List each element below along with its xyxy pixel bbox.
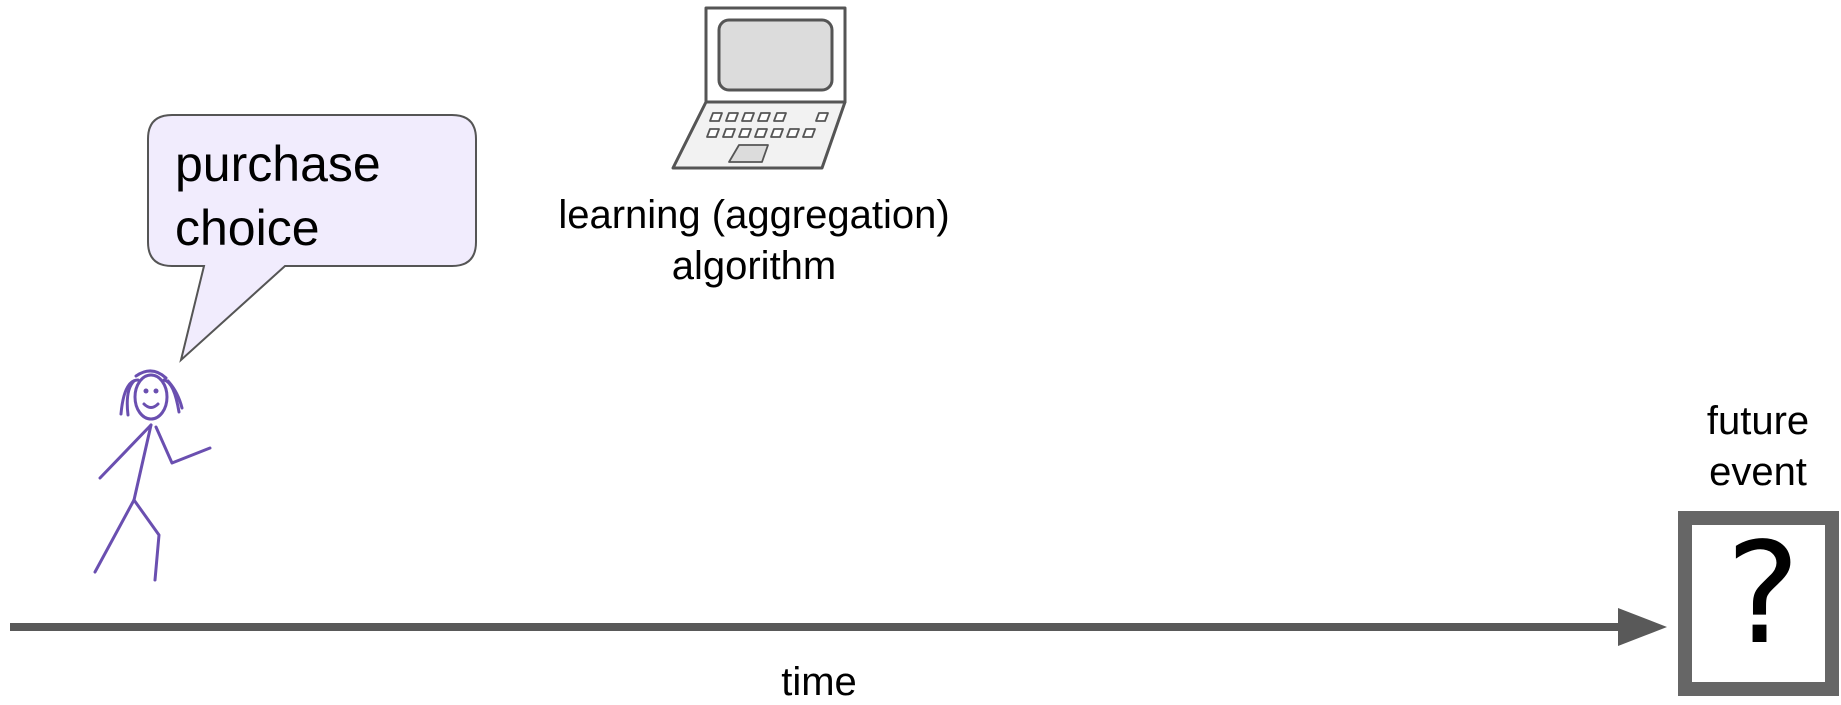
future-event-label: future event: [1707, 396, 1809, 498]
future-event-label-line-2: event: [1709, 450, 1807, 494]
algorithm-label-line-1: learning (aggregation): [558, 193, 950, 237]
algorithm-label: learning (aggregation) algorithm: [558, 190, 949, 292]
stick-figure-icon: [93, 369, 212, 582]
algorithm-label-line-2: algorithm: [671, 244, 837, 288]
speech-bubble-line-1: purchase: [175, 136, 381, 192]
question-mark: ?: [1725, 513, 1801, 676]
laptop-icon: [671, 6, 847, 170]
speech-bubble: [147, 114, 477, 363]
timeline-arrow: [10, 608, 1667, 646]
speech-bubble-text: purchase choice: [175, 132, 381, 260]
speech-bubble-line-2: choice: [175, 200, 320, 256]
future-event-box: [1678, 511, 1839, 696]
future-event-label-line-1: future: [1706, 399, 1810, 443]
time-axis-label: time: [781, 660, 857, 704]
